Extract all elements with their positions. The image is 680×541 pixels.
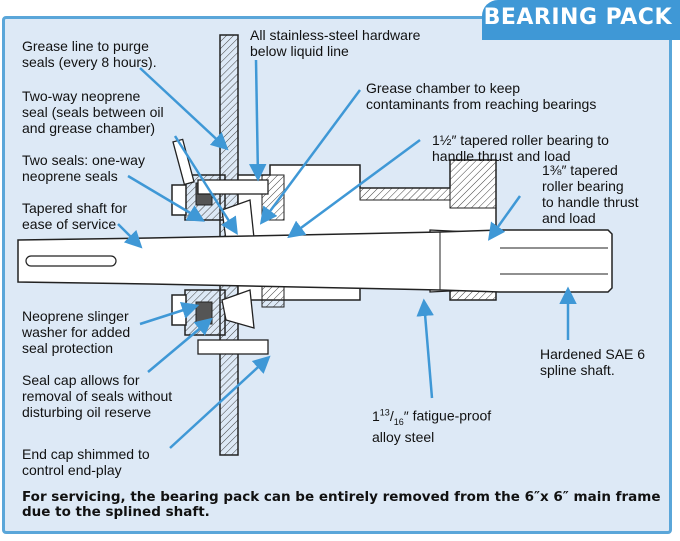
label-bearing-large: 1½″ tapered roller bearing to handle thr…	[432, 132, 609, 164]
shaft	[17, 229, 613, 293]
title: BEARING PACK	[483, 5, 672, 30]
footer-note: For servicing, the bearing pack can be e…	[22, 489, 661, 520]
alloy-size: 113/16″	[372, 407, 409, 427]
bolts	[172, 138, 269, 355]
bearing-small-size: 1⅜″	[542, 162, 567, 178]
leader-arrows	[117, 59, 577, 449]
title-tab: BEARING PACK	[482, 0, 680, 40]
label-alloy-steel: 113/16″ fatigue-proof alloy steel	[372, 407, 492, 446]
bearing-large-size: 1½″	[432, 132, 457, 148]
